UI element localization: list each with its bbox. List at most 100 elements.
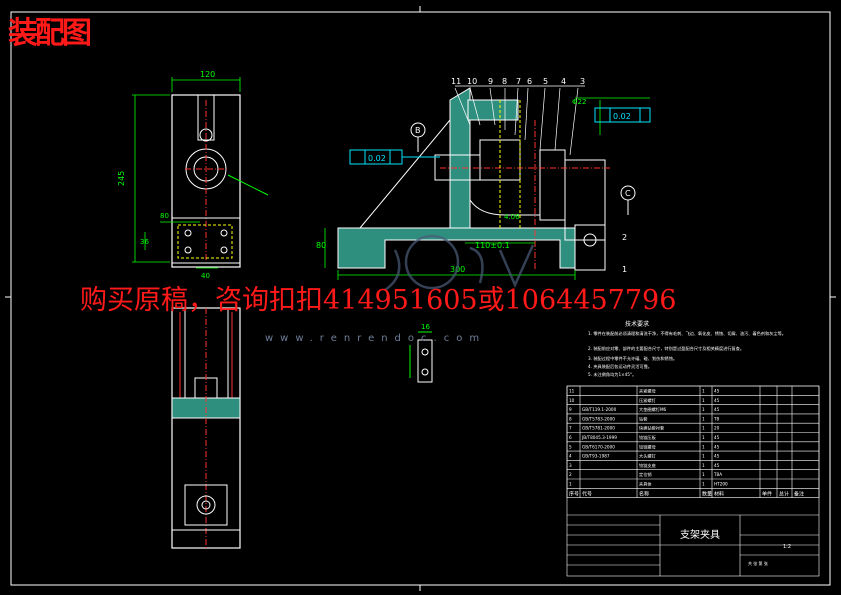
bom-cell: 45 — [714, 407, 720, 412]
bom-cell: 铰链支座 — [639, 462, 656, 469]
border-ticks — [5, 6, 836, 591]
bom-cell: 1 — [702, 398, 705, 403]
bom-cell: 压紧螺钉 — [639, 397, 657, 404]
tol-perp: 0.02 — [613, 112, 631, 121]
bom-table — [566, 385, 820, 577]
datum-b: B — [415, 126, 421, 135]
bom-cell: 1 — [702, 426, 705, 431]
datum-c: C — [625, 189, 631, 198]
tech-req-item-5: 5. 未注倒角均为1×45°。 — [588, 371, 636, 378]
bom-cell: 10 — [569, 398, 575, 403]
bom-cell: 1 — [702, 482, 705, 487]
bom-cell: 45 — [714, 435, 720, 440]
bom-cell: 铰链螺母 — [639, 443, 656, 450]
balloon-1: 1 — [622, 265, 627, 274]
section-leaders — [454, 85, 585, 156]
bom-cell: 定位销 — [639, 471, 652, 478]
bom-cell: 1 — [702, 463, 705, 468]
bom-cell: 5 — [569, 444, 572, 449]
bom-cell: 9 — [569, 407, 572, 412]
balloon-numbers: 11 10 9 8 7 6 5 4 3 2 1 — [451, 77, 627, 274]
balloon-5: 5 — [543, 77, 548, 86]
bom-header-cell: 单件 — [762, 490, 772, 497]
bom-cell: 大头螺钉 — [639, 453, 657, 460]
bom-cell: T8 — [713, 416, 720, 421]
bom-cell: HT200 — [714, 482, 728, 487]
dim-section-80: 80 — [316, 241, 326, 250]
bom-cell: GB/T5781-2000 — [582, 426, 615, 431]
balloon-8: 8 — [502, 77, 507, 86]
balloon-7: 7 — [516, 77, 521, 86]
balloon-4: 4 — [561, 77, 566, 86]
datum-symbols — [410, 122, 636, 215]
side-view — [171, 307, 241, 549]
drawing-title: 装配图 — [8, 16, 92, 51]
bom-cell: 8 — [569, 416, 572, 421]
bom-cell: 45 — [714, 463, 720, 468]
bom-cell: 快换钻套衬套 — [639, 425, 665, 432]
bom-cell: 夹具体 — [639, 481, 652, 488]
section-dims — [324, 97, 650, 280]
bom-cell: GB/T119.1-2000 — [582, 407, 617, 412]
drawing-sheet: 共 张 第 张 — [748, 560, 768, 566]
bom-cell: 1 — [702, 472, 705, 477]
balloon-3: 3 — [580, 77, 585, 86]
dim-40: 40 — [201, 272, 210, 280]
bom-header-cell: 序号 — [569, 490, 579, 497]
bom-cell: 1 — [569, 482, 572, 487]
top-view-dims — [132, 77, 241, 269]
bom-cell: 1 — [702, 435, 705, 440]
tech-req-item-2: 2. 装配前应对零、部件的主要配合尺寸，特别是过盈配合尺寸及相关精度进行复查。 — [588, 345, 744, 352]
bom-header-cell: 名称 — [639, 490, 649, 497]
bom-cell: 7 — [569, 426, 572, 431]
tech-req-heading: 技术要求 — [625, 320, 649, 328]
bom-cell: 1 — [702, 444, 705, 449]
bom-header-cell: 数量 — [702, 490, 712, 497]
dim-16: 16 — [421, 323, 430, 331]
bom-cell: 1 — [702, 416, 705, 421]
bom-cell: 夹紧螺母 — [639, 388, 656, 395]
bom-cell: 4 — [569, 454, 572, 459]
tol-parallel: 0.02 — [368, 154, 386, 163]
dim-80: 80 — [160, 212, 169, 220]
balloon-9: 9 — [488, 77, 493, 86]
tech-requirements: 技术要求 1. 零件在装配前必须清理和清洗干净，不得有毛刺、飞边、氧化皮、锈蚀、… — [588, 320, 786, 378]
dim-4: 4.06 — [504, 213, 520, 221]
tech-req-item-4: 4. 夹具装配后各运动件灵活可靠。 — [588, 363, 652, 370]
watermark-logo — [384, 234, 535, 292]
tolerance-frame-right — [594, 107, 651, 123]
dim-width-top: 120 — [200, 70, 215, 79]
bom-cell: GB/T93-1987 — [582, 454, 610, 459]
bom-cell: 1 — [702, 454, 705, 459]
dim-110: 110±0.1 — [475, 241, 510, 250]
bom-cell: 大垫圈螺钉M6 — [639, 406, 667, 413]
bom-cell: JB/T8045.3-1999 — [581, 435, 617, 440]
dim-36: 36 — [140, 238, 149, 246]
bom-header-cell: 备注 — [794, 490, 804, 497]
bom-cell: 钻套 — [639, 415, 648, 422]
balloon-11: 11 — [451, 77, 461, 86]
detail-view — [409, 331, 433, 383]
balloon-6: 6 — [527, 77, 532, 86]
bom-header-cell: 代号 — [582, 490, 592, 497]
bom-cell: T8A — [713, 472, 722, 477]
bom-header-cell: 材料 — [714, 490, 724, 497]
bom-cell: 6 — [569, 435, 572, 440]
dim-phi22: Φ22 — [572, 98, 586, 106]
bom-cell: 45 — [714, 398, 720, 403]
bom-cell: GB/T6170-2000 — [582, 444, 615, 449]
bom-cell: 3 — [569, 463, 572, 468]
bom-cell: 20 — [714, 426, 720, 431]
tolerance-frame-left — [349, 149, 440, 165]
bom-cell: 45 — [714, 444, 720, 449]
bom-cell: 45 — [714, 389, 720, 394]
bom-cell: GB/T5783-2000 — [582, 416, 615, 421]
bom-cell: 11 — [569, 389, 575, 394]
bom-cell: 1 — [702, 389, 705, 394]
dim-height-left: 245 — [117, 171, 126, 186]
balloon-10: 10 — [467, 77, 477, 86]
bom-cell: 45 — [714, 454, 720, 459]
bom-cell: 铰链压板 — [639, 434, 657, 441]
